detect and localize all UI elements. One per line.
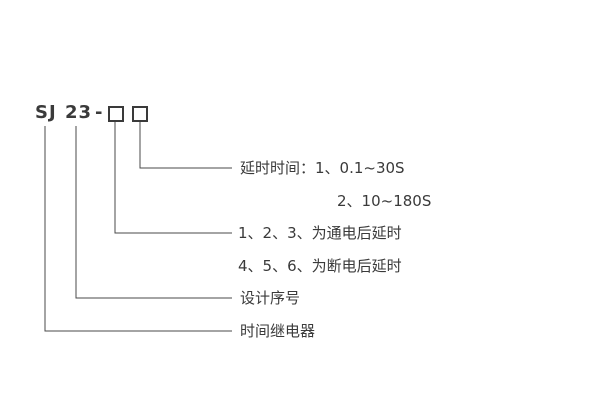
label-design-serial: 设计序号 xyxy=(240,289,301,307)
label-time-relay: 时间继电器 xyxy=(240,322,316,340)
model-separator: - xyxy=(95,102,104,123)
label-delay-time: 延时时间：1、0.1~30S xyxy=(240,159,405,177)
label-delay-time-option2: 2、10~180S xyxy=(337,192,432,210)
label-power-on-delay: 1、2、3、为通电后延时 xyxy=(238,224,402,242)
label-power-off-delay: 4、5、6、为断电后延时 xyxy=(238,257,402,275)
spec-box-first xyxy=(108,106,124,122)
model-type-letters: SJ xyxy=(35,102,57,123)
spec-box-second xyxy=(132,106,148,122)
model-design-number: 23 xyxy=(65,102,93,123)
